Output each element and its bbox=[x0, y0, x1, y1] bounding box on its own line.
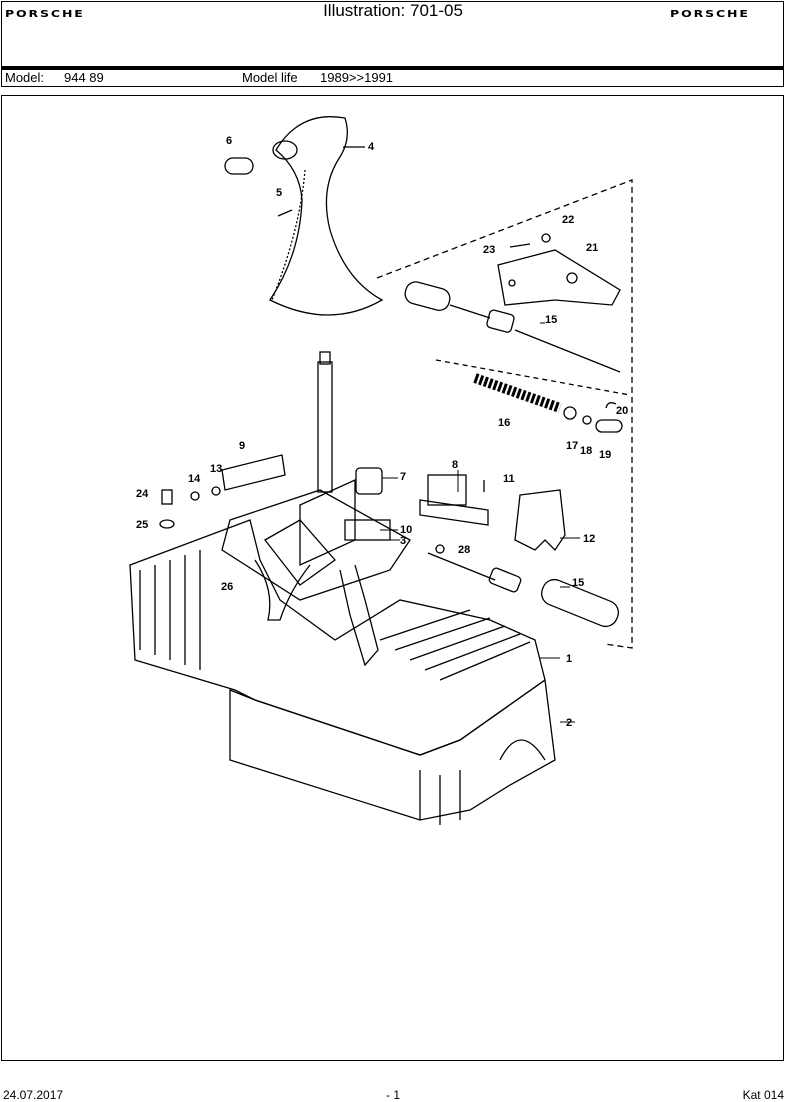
callout-19: 19 bbox=[599, 449, 611, 461]
callout-3: 3 bbox=[400, 535, 406, 547]
drawing-frame bbox=[1, 95, 784, 1061]
callout-6: 6 bbox=[226, 135, 232, 147]
porsche-logo-left: PORSCHE bbox=[5, 9, 85, 20]
callout-21: 21 bbox=[586, 242, 598, 254]
callout-1: 1 bbox=[566, 653, 572, 665]
model-bar: Model: 944 89 Model life 1989>>1991 bbox=[1, 67, 784, 87]
callout-8: 8 bbox=[452, 459, 458, 471]
callout-22: 22 bbox=[562, 214, 574, 226]
callout-14: 14 bbox=[188, 473, 201, 485]
model-label: Model: bbox=[5, 70, 45, 85]
footer-page: - 1 bbox=[386, 1088, 401, 1102]
callout-24: 24 bbox=[136, 488, 149, 500]
callout-2: 2 bbox=[566, 717, 572, 729]
callout-12: 12 bbox=[583, 533, 595, 545]
porsche-logo-right: PORSCHE bbox=[670, 9, 750, 20]
footer-catalog: Kat 014 bbox=[742, 1088, 784, 1102]
callout-15: 15 bbox=[545, 314, 557, 326]
callout-13: 13 bbox=[210, 463, 222, 475]
callout-9: 9 bbox=[239, 440, 245, 452]
callout-11: 11 bbox=[503, 473, 515, 485]
illustration-title: Illustration: 701-05 bbox=[323, 1, 463, 20]
header-box bbox=[1, 1, 784, 67]
model-life-value: 1989>>1991 bbox=[320, 70, 394, 85]
callout-4: 4 bbox=[368, 141, 375, 153]
callout-18: 18 bbox=[580, 445, 592, 457]
model-value: 944 89 bbox=[64, 70, 104, 85]
callout-17: 17 bbox=[566, 440, 578, 452]
callout-15: 15 bbox=[572, 577, 584, 589]
callout-26: 26 bbox=[221, 581, 233, 593]
callout-7: 7 bbox=[400, 471, 406, 483]
callout-23: 23 bbox=[483, 244, 495, 256]
callout-25: 25 bbox=[136, 519, 148, 531]
callout-5: 5 bbox=[276, 187, 282, 199]
callout-20: 20 bbox=[616, 405, 628, 417]
callout-28: 28 bbox=[458, 544, 470, 556]
callout-16: 16 bbox=[498, 417, 510, 429]
callout-10: 10 bbox=[400, 524, 412, 536]
model-life-label: Model life bbox=[242, 70, 298, 85]
footer-date: 24.07.2017 bbox=[3, 1088, 64, 1102]
